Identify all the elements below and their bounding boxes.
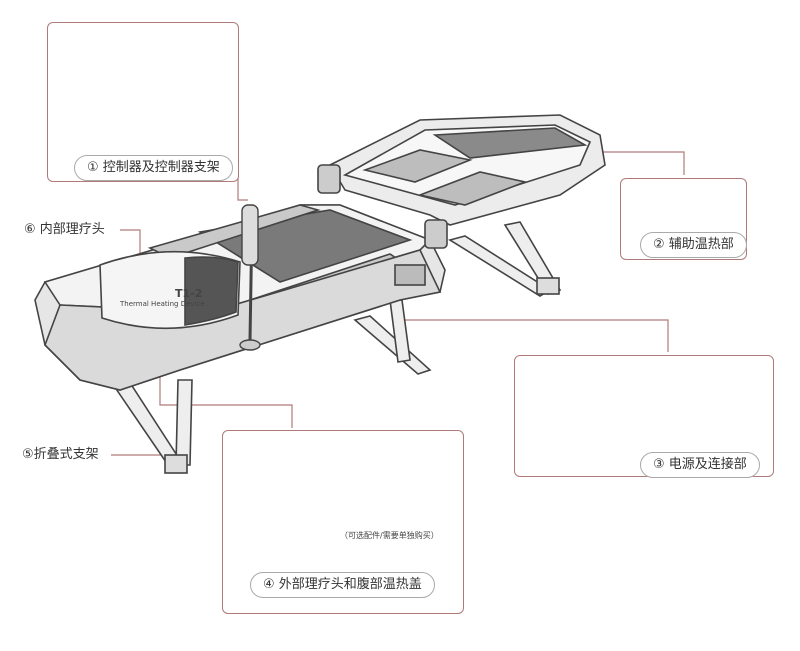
device-brand-label: Т1-2 — [175, 287, 203, 300]
connector-power — [401, 290, 669, 352]
connector-controller — [237, 100, 248, 201]
optional-accessory-note: （可选配件/需要单独购买） — [340, 531, 439, 540]
inner-therapy-head — [99, 250, 241, 330]
bed-body — [34, 114, 606, 391]
device-text-label: Thermal Heating Device — [120, 300, 205, 308]
callout-label-controller: ① 控制器及控制器支架 — [74, 155, 233, 181]
callout-label-heating: ② 辅助温热部 — [640, 232, 747, 258]
callout-label-external: ④ 外部理疗头和腹部温热盖 — [250, 572, 435, 598]
controller-stand — [239, 204, 261, 351]
callout-label-power: ③ 电源及连接部 — [640, 452, 760, 478]
callout-label-stand: ⑤折叠式支架 — [10, 443, 111, 467]
connector-internal — [120, 229, 141, 262]
folding-stand — [108, 221, 562, 474]
callout-label-internal: ⑥ 内部理疗头 — [12, 218, 117, 242]
